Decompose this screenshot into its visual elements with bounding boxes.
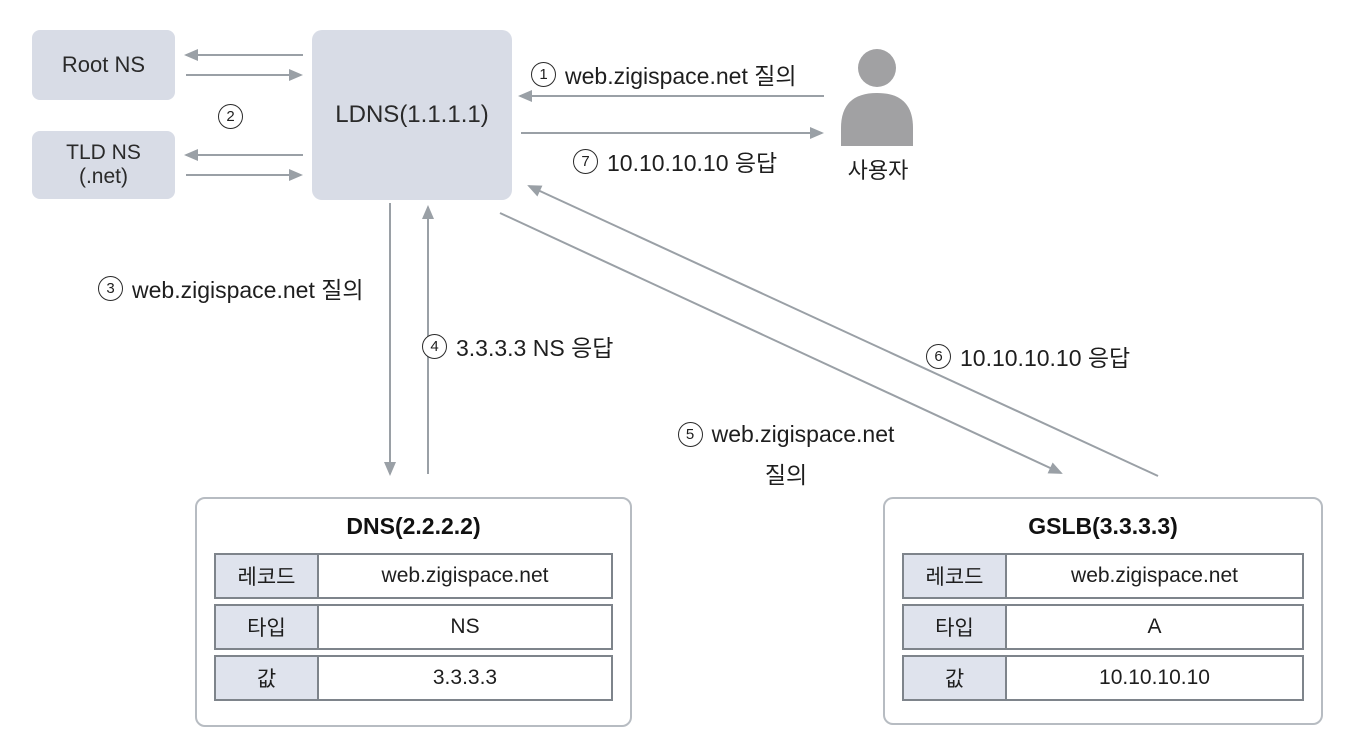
- flow-text-5: web.zigispace.net: [711, 421, 895, 447]
- ldns-label: LDNS(1.1.1.1): [335, 101, 489, 128]
- table-row: 레코드 web.zigispace.net: [902, 553, 1304, 599]
- table-row: 타입 NS: [214, 604, 613, 650]
- record-value: 3.3.3.3: [319, 657, 611, 699]
- record-value: NS: [319, 606, 611, 648]
- arrow-ldns-query-to-gslb: [499, 212, 1063, 474]
- table-row: 타입 A: [902, 604, 1304, 650]
- flow-label-1: 1 web.zigispace.net 질의: [531, 57, 797, 91]
- step-number-7: 7: [573, 148, 598, 174]
- record-value: web.zigispace.net: [319, 555, 611, 597]
- root-ns-label: Root NS: [61, 52, 146, 77]
- flow-text-7: 10.10.10.10 응답: [607, 150, 778, 176]
- person-icon: [841, 49, 913, 146]
- flow-label-5: 5 web.zigispace.net 질의: [666, 421, 906, 490]
- step-number-3: 3: [98, 275, 123, 301]
- record-key: 타입: [904, 606, 1007, 648]
- gslb-card-title: GSLB(3.3.3.3): [1028, 513, 1178, 539]
- tld-ns-node: TLD NS (.net): [32, 131, 175, 199]
- flow-text-3: web.zigispace.net 질의: [132, 277, 364, 303]
- record-key: 값: [216, 657, 319, 699]
- record-key: 레코드: [904, 555, 1007, 597]
- flow-text-6: 10.10.10.10 응답: [960, 345, 1131, 371]
- flow-label-7: 7 10.10.10.10 응답: [573, 144, 777, 178]
- step-number-5: 5: [677, 422, 703, 447]
- step-number-6: 6: [926, 343, 951, 369]
- flow-label-2: 2: [218, 104, 243, 129]
- record-value: A: [1007, 606, 1302, 648]
- arrow-gslb-answer-to-ldns: [527, 185, 1159, 477]
- dns-card-title: DNS(2.2.2.2): [346, 513, 481, 539]
- flow-text-4: 3.3.3.3 NS 응답: [456, 335, 614, 361]
- flow-label-3: 3 web.zigispace.net 질의: [98, 271, 364, 305]
- step-number-2: 2: [218, 104, 243, 129]
- dns-record-table: 레코드 web.zigispace.net 타입 NS 값 3.3.3.3: [214, 553, 613, 706]
- record-key: 값: [904, 657, 1007, 699]
- tld-ns-sublabel: (.net): [78, 165, 128, 188]
- flow-label-6: 6 10.10.10.10 응답: [926, 339, 1130, 373]
- flow-label-4: 4 3.3.3.3 NS 응답: [422, 329, 613, 363]
- table-row: 값 3.3.3.3: [214, 655, 613, 701]
- table-row: 레코드 web.zigispace.net: [214, 553, 613, 599]
- record-value: web.zigispace.net: [1007, 555, 1302, 597]
- table-row: 값 10.10.10.10: [902, 655, 1304, 701]
- step-number-1: 1: [531, 61, 556, 87]
- tld-ns-label: TLD NS: [66, 140, 141, 164]
- root-ns-node: Root NS: [32, 30, 175, 100]
- record-key: 레코드: [216, 555, 319, 597]
- flow-text-1: web.zigispace.net 질의: [565, 63, 797, 89]
- record-key: 타입: [216, 606, 319, 648]
- record-value: 10.10.10.10: [1007, 657, 1302, 699]
- flow-text-5b: 질의: [764, 462, 808, 488]
- user-label: 사용자: [847, 158, 909, 183]
- gslb-record-card: GSLB(3.3.3.3) 레코드 web.zigispace.net 타입 A…: [883, 497, 1323, 725]
- dns-record-card: DNS(2.2.2.2) 레코드 web.zigispace.net 타입 NS…: [195, 497, 632, 727]
- ldns-node: LDNS(1.1.1.1): [312, 30, 512, 200]
- gslb-record-table: 레코드 web.zigispace.net 타입 A 값 10.10.10.10: [902, 553, 1304, 706]
- step-number-4: 4: [422, 333, 447, 359]
